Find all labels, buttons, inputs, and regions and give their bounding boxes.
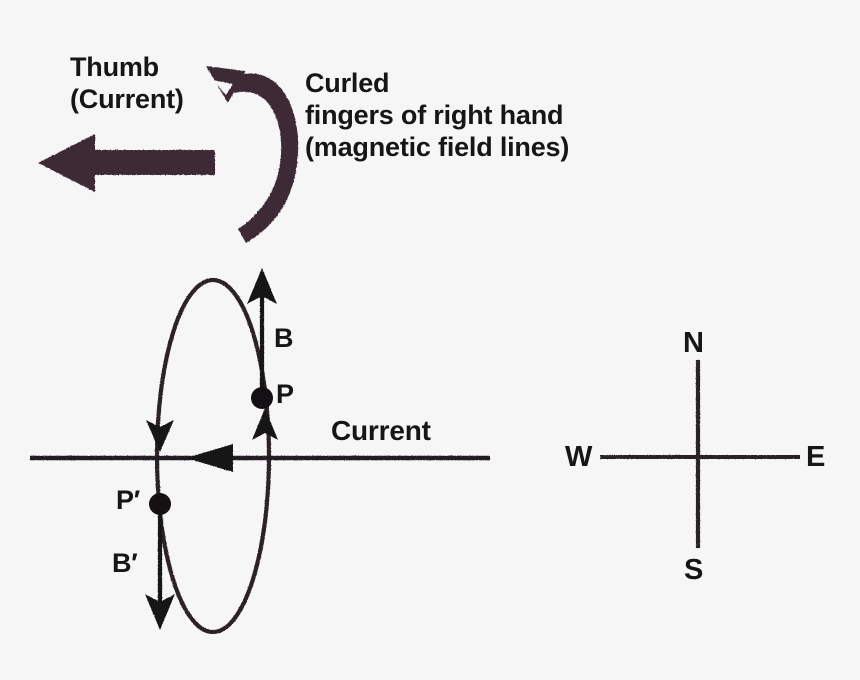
point-P-label: P	[276, 379, 294, 409]
compass-south-label: S	[684, 554, 704, 586]
field-direction-arrowhead-right	[252, 408, 278, 440]
vector-B-label: B	[274, 323, 294, 353]
current-label: Current	[331, 415, 431, 446]
thumb-current-label: Thumb (Current)	[70, 52, 184, 114]
conductor-wire	[30, 444, 490, 472]
thumb-current-arrow	[38, 134, 215, 192]
point-P-prime-label: P′	[116, 485, 141, 515]
curled-fingers-label: Curled fingers of right hand (magnetic f…	[305, 68, 570, 162]
vector-B-prime-label: B′	[112, 548, 138, 578]
vector-B-prime-arrow	[145, 504, 175, 630]
point-P-marker	[251, 387, 273, 409]
compass-west-label: W	[565, 441, 593, 473]
field-direction-arrowhead-left	[146, 420, 174, 452]
point-P-prime-marker	[149, 493, 171, 515]
compass-north-label: N	[683, 327, 704, 359]
compass-east-label: E	[806, 441, 826, 473]
vector-B-arrow	[247, 268, 277, 400]
compass-rose-cross	[600, 360, 800, 548]
curled-fingers-arrow	[206, 66, 299, 243]
